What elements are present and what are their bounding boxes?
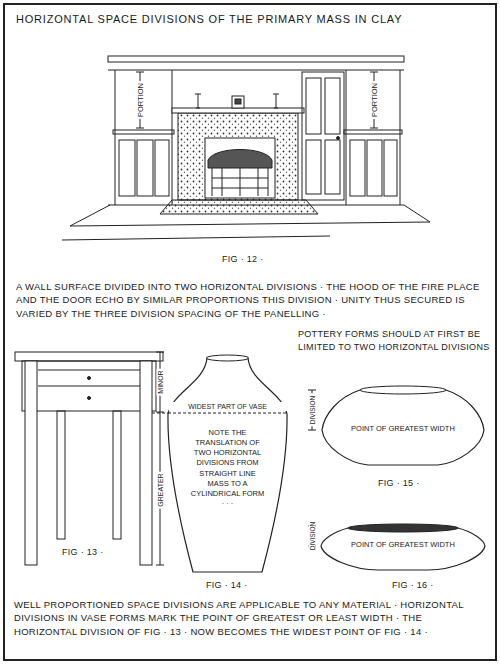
shape-text: POINT OF GREATEST WIDTH [328,424,478,434]
figure-number: FIG · 13 · [62,547,104,559]
note-text: WELL PROPORTIONED SPACE DIVISIONS ARE AP… [14,598,486,638]
figure-number: FIG · 16 · [392,580,434,592]
figure-number: FIG · 12 · [222,254,264,266]
dimension-label: GREATER [157,471,164,508]
shape-text: POINT OF GREATEST WIDTH [328,540,478,550]
plate-title: HORIZONTAL SPACE DIVISIONS OF THE PRIMAR… [16,12,402,26]
dimension-label: MINOR [157,368,164,395]
dimension-label: DIVISION [309,394,316,427]
shape-text: NOTE THE TRANSLATION OF TWO HORIZONTAL D… [189,428,267,509]
dish-outline: POINT OF GREATEST WIDTH [318,522,488,574]
figure-number: FIG · 15 · [378,478,420,490]
callout-label: WIDEST PART OF VASE [169,402,287,411]
bowl-outline: POINT OF GREATEST WIDTH [318,385,488,470]
vase-outline: WIDEST PART OF VASE NOTE THE TRANSLATION … [165,352,290,576]
note-text: POTTERY FORMS SHOULD AT FIRST BE LIMITED… [298,328,490,353]
dimension-label: PORTION [370,81,379,119]
dimension-label: DIVISION [309,520,316,553]
figure-number: FIG · 14 · [206,580,248,592]
dimension-label: PORTION [136,81,145,119]
caption-text: A WALL SURFACE DIVIDED INTO TWO HORIZONT… [16,280,486,320]
